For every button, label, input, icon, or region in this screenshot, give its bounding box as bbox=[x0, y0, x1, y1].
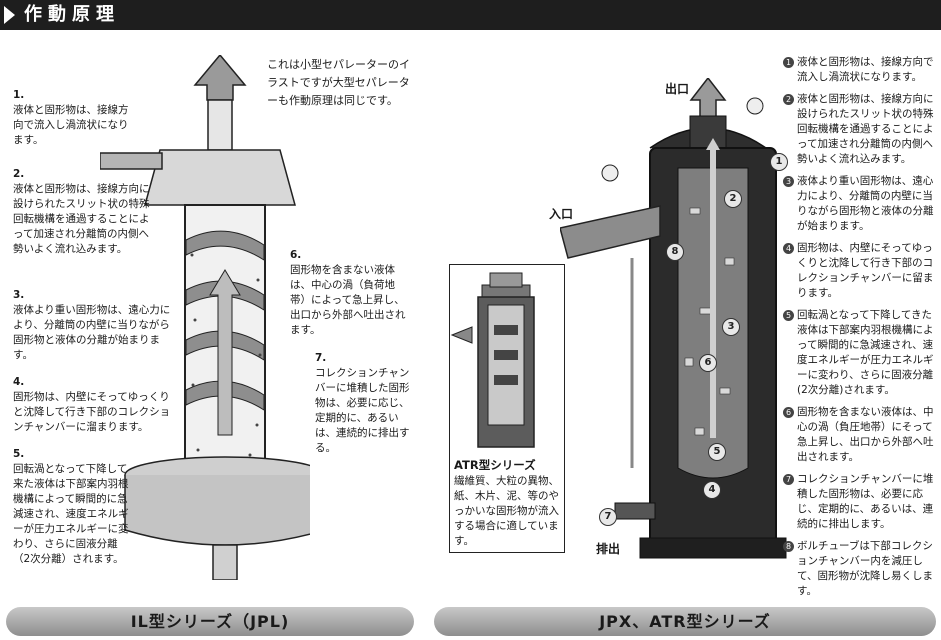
il-step-5-text: 回転渦となって下降して来た液体は下部案内羽根機構によって瞬間的に急減速され、速度… bbox=[13, 463, 129, 565]
jpx-step-3: 3 液体より重い固形物は、遠心力により、分離筒の内壁に当りながら固形物と液体の分… bbox=[783, 174, 939, 234]
jpx-step-1-text: 液体と固形物は、接線方向で流入し渦流状になります。 bbox=[797, 56, 934, 83]
jpx-step-6-badge: 6 bbox=[783, 407, 794, 418]
il-note: これは小型セパレーターのイラストですが大型セパレーターも作動原理は同じです。 bbox=[267, 58, 410, 107]
atr-inset-box: ATR型シリーズ 繊維質、大粒の異物、紙、木片、泥、等のやっかいな固形物が流入す… bbox=[449, 264, 565, 553]
il-step-1: 1. 液体と固形物は、接線方向で流入し渦流状になります。 bbox=[13, 88, 135, 148]
page-title: 作動原理 bbox=[24, 4, 120, 25]
jpx-step-6: 6 固形物を含まない液体は、中心の渦（負圧地帯）にそって急上昇し、出口から外部へ… bbox=[783, 405, 939, 465]
title-bar: 作動原理 bbox=[0, 0, 941, 30]
jpx-step-5-text: 回転渦となって下降してきた液体は下部案内羽根機構によって瞬間的に急減速され、速度… bbox=[797, 309, 934, 396]
drain-label: 排出 bbox=[596, 542, 621, 556]
il-series-footer: IL型シリーズ（JPL) bbox=[6, 607, 414, 636]
jpx-step-1-badge: 1 bbox=[783, 57, 794, 68]
jpx-step-5-badge: 5 bbox=[783, 310, 794, 321]
il-step-3-text: 液体より重い固形物は、遠心力により、分離筒の内壁に当りながら固形物と液体の分離が… bbox=[13, 304, 171, 361]
atr-title: ATR型シリーズ bbox=[454, 458, 536, 472]
il-step-2: 2. 液体と固形物は、接線方向に設けられたスリット状の特殊回転機構を通過すること… bbox=[13, 167, 155, 257]
il-step-6-number: 6. bbox=[290, 249, 302, 261]
jpx-step-2: 2 液体と固形物は、接線方向に設けられたスリット状の特殊回転機構を通過することに… bbox=[783, 92, 939, 167]
jpx-step-7-text: コレクションチャンバーに堆積した固形物は、必要に応じ、定期的に、あるいは、連続的… bbox=[797, 473, 934, 530]
jpx-marker-2: 2 bbox=[724, 190, 742, 208]
jpx-series-footer: JPX、ATR型シリーズ bbox=[434, 607, 936, 636]
jpx-step-8-text: ボルチューブは下部コレクションチャンバー内を減圧して、固形物が沈降し易くします。 bbox=[797, 540, 933, 597]
jpx-step-3-badge: 3 bbox=[783, 176, 794, 187]
jpx-marker-5: 5 bbox=[708, 443, 726, 461]
jpx-marker-4: 4 bbox=[703, 481, 721, 499]
jpx-marker-3: 3 bbox=[722, 318, 740, 336]
jpx-marker-6: 6 bbox=[699, 354, 717, 372]
jpx-step-4: 4 固形物は、内壁にそってゆっくりと沈降して行き下部のコレクションチャンバーに留… bbox=[783, 241, 939, 301]
il-step-7-number: 7. bbox=[315, 352, 327, 364]
il-step-4-text: 固形物は、内壁にそってゆっくりと沈降して行き下部のコレクションチャンバーに溜まり… bbox=[13, 391, 171, 433]
triangle-marker-icon bbox=[4, 6, 15, 24]
jpx-step-8: 8 ボルチューブは下部コレクションチャンバー内を減圧して、固形物が沈降し易くしま… bbox=[783, 539, 939, 599]
inlet-label: 入口 bbox=[549, 207, 574, 221]
jpx-step-7: 7 コレクションチャンバーに堆積した固形物は、必要に応じ、定期的に、あるいは、連… bbox=[783, 472, 939, 532]
il-step-6-text: 固形物を含まない液体は、中心の渦（負荷地帯）によって急上昇し、出口から外部へ吐出… bbox=[290, 264, 406, 336]
jpx-step-2-text: 液体と固形物は、接線方向に設けられたスリット状の特殊回転機構を通過することによっ… bbox=[797, 93, 934, 165]
il-separator-illustration bbox=[100, 55, 310, 580]
il-step-3: 3. 液体より重い固形物は、遠心力により、分離筒の内壁に当りながら固形物と液体の… bbox=[13, 288, 173, 363]
jpx-step-7-badge: 7 bbox=[783, 474, 794, 485]
il-step-7: 7. コレクションチャンバーに堆積した固形物は、必要に応じ、定期的に、あるいは、… bbox=[315, 351, 415, 456]
jpx-step-4-text: 固形物は、内壁にそってゆっくりと沈降して行き下部のコレクションチャンバーに留まり… bbox=[797, 242, 934, 299]
atr-separator-illustration bbox=[450, 272, 535, 448]
jpx-marker-7: 7 bbox=[599, 508, 617, 526]
il-step-3-number: 3. bbox=[13, 289, 25, 301]
jpx-step-8-badge: 8 bbox=[783, 541, 794, 552]
atr-description: 繊維質、大粒の異物、紙、木片、泥、等のやっかいな固形物が流入する場合に適していま… bbox=[454, 475, 559, 547]
jpx-step-6-text: 固形物を含まない液体は、中心の渦（負圧地帯）にそって急上昇し、出口から外部へ吐出… bbox=[797, 406, 934, 463]
il-step-4-number: 4. bbox=[13, 376, 25, 388]
il-step-2-text: 液体と固形物は、接線方向に設けられたスリット状の特殊回転機構を通過することによっ… bbox=[13, 183, 150, 255]
il-step-5-number: 5. bbox=[13, 448, 25, 460]
il-step-1-text: 液体と固形物は、接線方向で流入し渦流状になります。 bbox=[13, 104, 129, 146]
il-step-6: 6. 固形物を含まない液体は、中心の渦（負荷地帯）によって急上昇し、出口から外部… bbox=[290, 248, 410, 338]
il-step-2-number: 2. bbox=[13, 168, 25, 180]
jpx-step-2-badge: 2 bbox=[783, 94, 794, 105]
jpx-step-3-text: 液体より重い固形物は、遠心力により、分離筒の内壁に当りながら固形物と液体の分離が… bbox=[797, 175, 934, 232]
jpx-step-4-badge: 4 bbox=[783, 243, 794, 254]
il-step-1-number: 1. bbox=[13, 89, 25, 101]
jpx-marker-1: 1 bbox=[770, 153, 788, 171]
jpx-separator-illustration bbox=[560, 78, 787, 559]
il-step-4: 4. 固形物は、内壁にそってゆっくりと沈降して行き下部のコレクションチャンバーに… bbox=[13, 375, 173, 435]
jpx-step-5: 5 回転渦となって下降してきた液体は下部案内羽根機構によって瞬間的に急減速され、… bbox=[783, 308, 939, 398]
jpx-step-1: 1 液体と固形物は、接線方向で流入し渦流状になります。 bbox=[783, 55, 939, 85]
outlet-label: 出口 bbox=[665, 82, 690, 96]
jpx-marker-8: 8 bbox=[666, 243, 684, 261]
il-step-5: 5. 回転渦となって下降して来た液体は下部案内羽根機構によって瞬間的に急減速され… bbox=[13, 447, 133, 567]
jpx-steps-list: 1 液体と固形物は、接線方向で流入し渦流状になります。 2 液体と固形物は、接線… bbox=[783, 55, 939, 606]
il-step-7-text: コレクションチャンバーに堆積した固形物は、必要に応じ、定期的に、あるいは、連続的… bbox=[315, 367, 410, 454]
